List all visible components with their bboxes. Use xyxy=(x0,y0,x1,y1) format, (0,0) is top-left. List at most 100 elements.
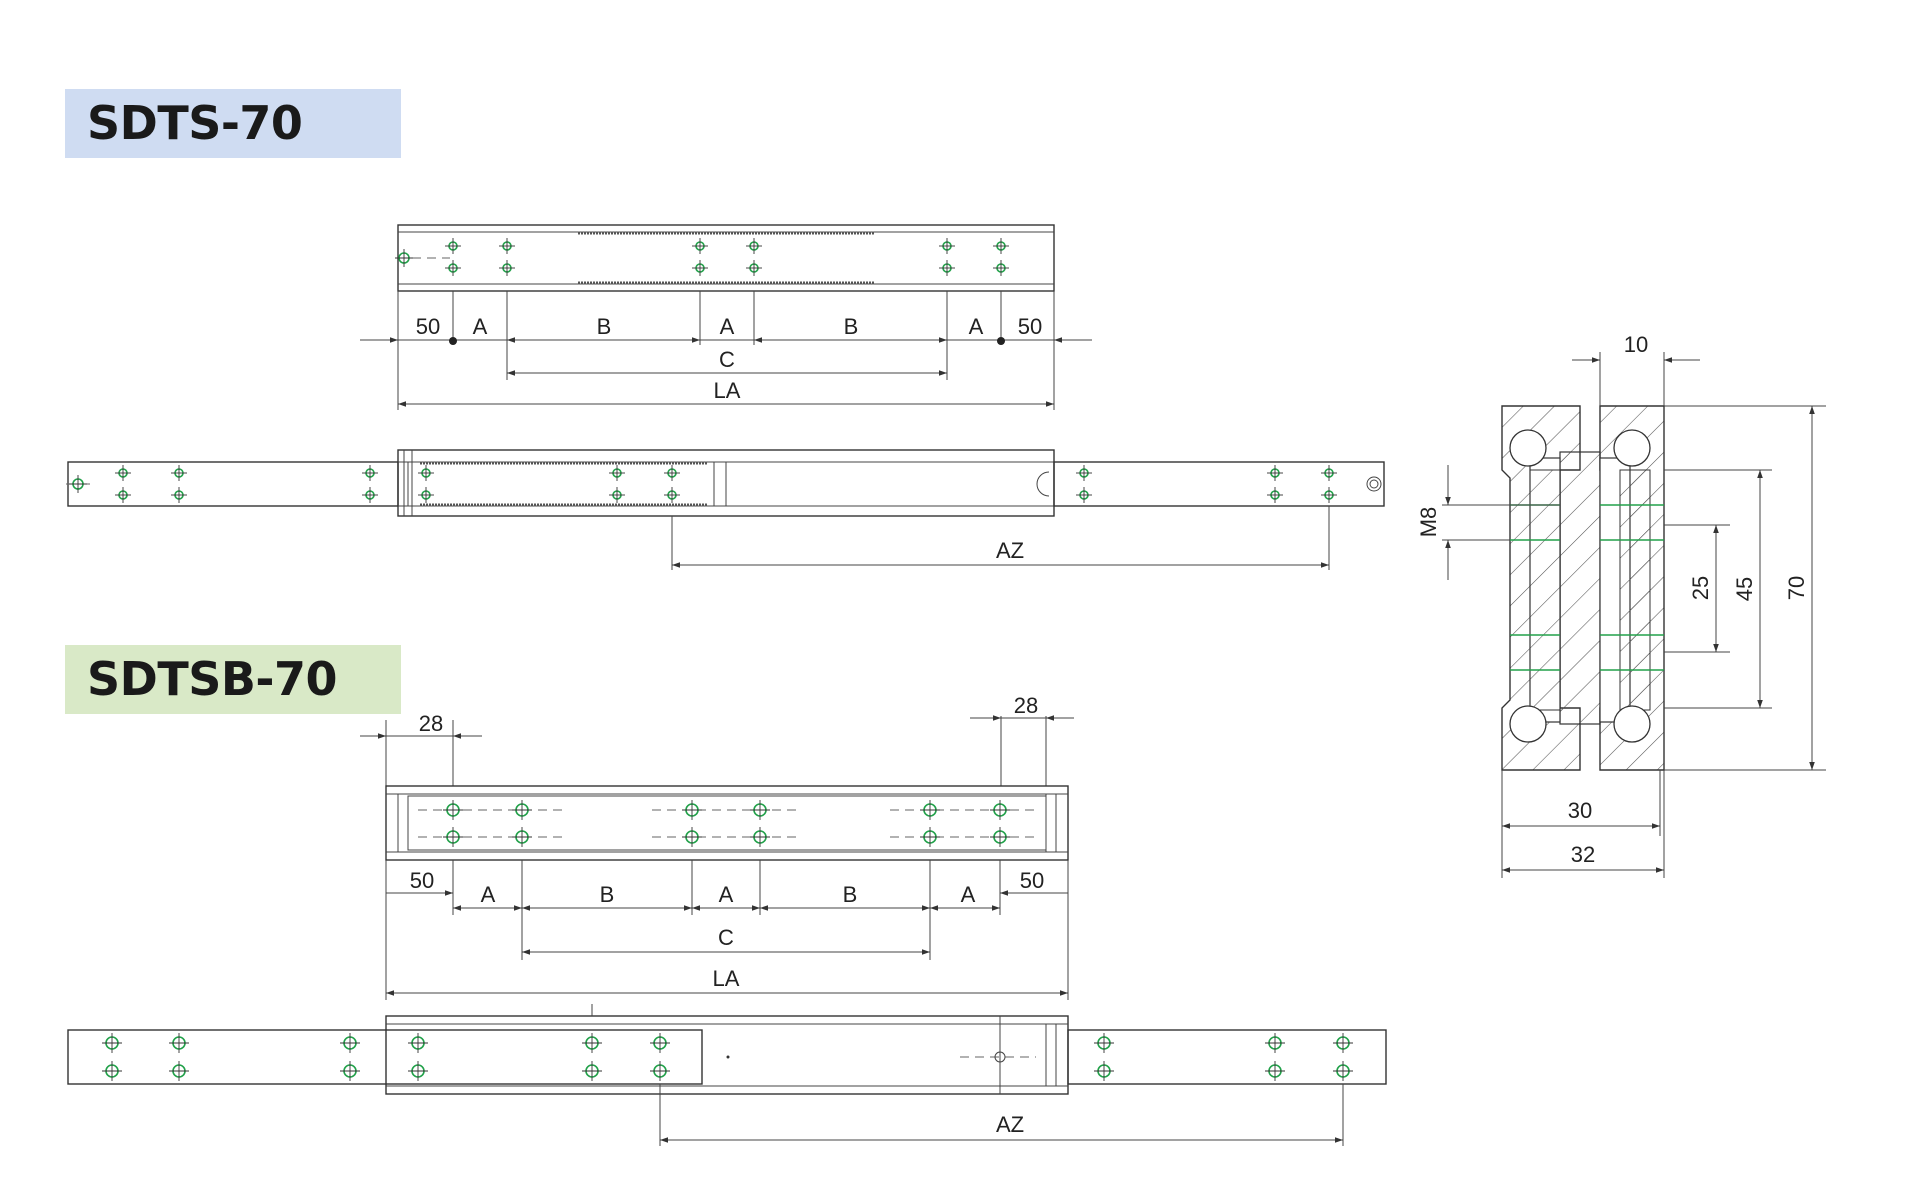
cross-section: 10 M8 25 45 70 30 32 xyxy=(1416,332,1826,878)
mounting-hole xyxy=(169,1033,189,1053)
dim-la-b: LA xyxy=(713,966,740,991)
mounting-hole xyxy=(362,487,378,503)
dim-a-2: A xyxy=(720,314,735,339)
sdts-dimensions: 50 A B A B A 50 C LA xyxy=(360,291,1092,410)
mounting-hole xyxy=(1321,465,1337,481)
mounting-hole xyxy=(746,238,762,254)
mounting-hole xyxy=(1094,1033,1114,1053)
dim-b-2: B xyxy=(844,314,859,339)
mounting-hole xyxy=(418,465,434,481)
mounting-hole xyxy=(682,827,702,847)
dim-c-b: C xyxy=(718,925,734,950)
title-sdts-70: SDTS-70 xyxy=(65,89,401,158)
dim-c: C xyxy=(719,347,735,372)
mounting-hole xyxy=(1267,465,1283,481)
mounting-hole xyxy=(1094,1061,1114,1081)
mounting-hole xyxy=(340,1033,360,1053)
mounting-hole xyxy=(664,487,680,503)
mounting-hole xyxy=(692,238,708,254)
mounting-hole xyxy=(512,800,532,820)
mounting-hole xyxy=(169,1061,189,1081)
mounting-hole xyxy=(171,465,187,481)
mounting-hole xyxy=(115,465,131,481)
dim-b-1: B xyxy=(597,314,612,339)
dim-a-2-b: A xyxy=(719,882,734,907)
mounting-hole xyxy=(408,1033,428,1053)
mounting-hole xyxy=(609,487,625,503)
dim-28-left: 28 xyxy=(419,711,443,736)
sdtsb-az-dimension: AZ xyxy=(659,1084,1344,1146)
sdts-top-view xyxy=(397,224,1055,292)
dim-m8: M8 xyxy=(1416,507,1441,538)
mounting-hole xyxy=(920,800,940,820)
sdts-extended-view xyxy=(66,449,1385,517)
mounting-hole xyxy=(395,249,413,267)
dim-la: LA xyxy=(714,378,741,403)
sdts-az-dimension: AZ xyxy=(671,506,1330,570)
mounting-hole xyxy=(362,465,378,481)
sdtsb-top-view xyxy=(385,785,1069,861)
mounting-hole xyxy=(692,260,708,276)
mounting-hole xyxy=(1267,487,1283,503)
mounting-hole xyxy=(682,800,702,820)
dim-70: 70 xyxy=(1784,576,1809,600)
mounting-hole xyxy=(445,238,461,254)
dim-b-1-b: B xyxy=(600,882,615,907)
sdts-extended-holes xyxy=(69,465,1337,503)
mounting-hole xyxy=(650,1061,670,1081)
dim-a-1: A xyxy=(473,314,488,339)
mounting-hole xyxy=(102,1033,122,1053)
dim-az-b: AZ xyxy=(996,1112,1024,1137)
mounting-hole xyxy=(499,238,515,254)
mounting-hole xyxy=(443,827,463,847)
mounting-hole xyxy=(1076,465,1092,481)
dim-b-2-b: B xyxy=(843,882,858,907)
mounting-hole xyxy=(939,260,955,276)
mounting-hole xyxy=(990,800,1010,820)
mounting-hole xyxy=(609,465,625,481)
mounting-hole xyxy=(443,800,463,820)
dim-a-1-b: A xyxy=(481,882,496,907)
mounting-hole xyxy=(69,475,87,493)
dim-32: 32 xyxy=(1571,842,1595,867)
sdtsb-28-dimensions: 28 28 xyxy=(360,693,1074,786)
dim-a-3: A xyxy=(969,314,984,339)
dim-50-right-b: 50 xyxy=(1020,868,1044,893)
mounting-hole xyxy=(920,827,940,847)
mounting-hole xyxy=(650,1033,670,1053)
mounting-hole xyxy=(499,260,515,276)
sdtsb-dimensions: 50 A B A B A 50 C LA xyxy=(385,860,1069,1000)
mounting-hole xyxy=(1076,487,1092,503)
dim-45: 45 xyxy=(1732,577,1757,601)
mounting-hole xyxy=(512,827,532,847)
mounting-hole xyxy=(750,827,770,847)
mounting-hole xyxy=(993,260,1009,276)
dim-50-left: 50 xyxy=(416,314,440,339)
mounting-hole xyxy=(1333,1061,1353,1081)
mounting-hole xyxy=(1265,1061,1285,1081)
mounting-hole xyxy=(664,465,680,481)
mounting-hole xyxy=(102,1061,122,1081)
mounting-hole xyxy=(993,238,1009,254)
mounting-hole xyxy=(408,1061,428,1081)
dim-10: 10 xyxy=(1624,332,1648,357)
mounting-hole xyxy=(1321,487,1337,503)
sdtsb-extended-holes xyxy=(102,1033,1353,1081)
mounting-hole xyxy=(939,238,955,254)
mounting-hole xyxy=(171,487,187,503)
dim-25: 25 xyxy=(1688,576,1713,600)
dim-50-right: 50 xyxy=(1018,314,1042,339)
mounting-hole xyxy=(418,487,434,503)
dim-50-left-b: 50 xyxy=(410,868,434,893)
mounting-hole xyxy=(746,260,762,276)
sdtsb-extended-view xyxy=(67,1004,1387,1095)
mounting-hole xyxy=(1265,1033,1285,1053)
mounting-hole xyxy=(990,827,1010,847)
dim-28-right: 28 xyxy=(1014,693,1038,718)
mounting-hole xyxy=(582,1033,602,1053)
mounting-hole xyxy=(340,1061,360,1081)
mounting-hole xyxy=(1333,1033,1353,1053)
sdts-top-holes xyxy=(395,238,1009,276)
title-sdtsb-70: SDTSB-70 xyxy=(65,645,401,714)
